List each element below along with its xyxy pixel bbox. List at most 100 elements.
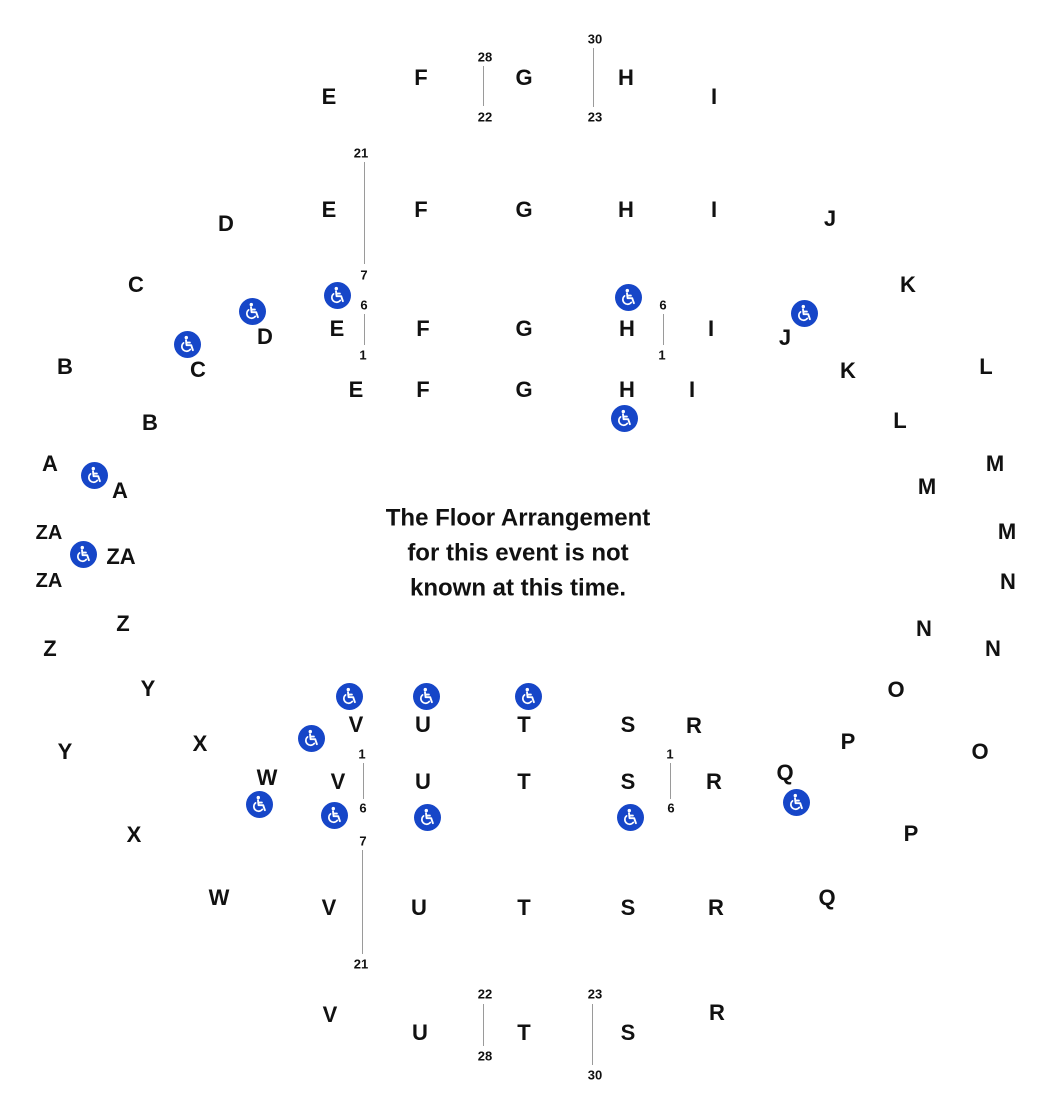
section-label[interactable]: I	[707, 316, 715, 341]
section-label[interactable]: A	[42, 451, 58, 476]
section-label[interactable]: F	[416, 377, 430, 402]
section-label[interactable]: W	[256, 765, 278, 790]
section-label[interactable]: R	[709, 1000, 725, 1025]
section-label[interactable]: G	[515, 197, 533, 222]
section-label[interactable]: S	[620, 895, 636, 920]
section-label[interactable]: Q	[776, 760, 794, 785]
wheelchair-icon[interactable]	[790, 299, 818, 327]
section-label[interactable]: A	[112, 478, 128, 503]
section-label[interactable]: ZA	[106, 544, 136, 569]
section-label[interactable]: Q	[818, 885, 836, 910]
section-label[interactable]: W	[208, 885, 230, 910]
section-label[interactable]: K	[900, 272, 916, 297]
section-label[interactable]: M	[997, 519, 1017, 544]
section-label[interactable]: V	[348, 712, 364, 737]
section-label[interactable]: N	[916, 616, 932, 641]
wheelchair-icon[interactable]	[413, 803, 441, 831]
section-label[interactable]: V	[330, 769, 346, 794]
section-label[interactable]: T	[517, 1020, 531, 1045]
section-label[interactable]: I	[688, 377, 696, 402]
section-label[interactable]: H	[619, 377, 635, 402]
section-label[interactable]: N	[985, 636, 1001, 661]
section-label[interactable]: U	[412, 1020, 428, 1045]
wheelchair-icon[interactable]	[323, 281, 351, 309]
wheelchair-glyph	[180, 335, 194, 352]
section-label[interactable]: J	[823, 206, 837, 231]
section-label[interactable]: S	[620, 769, 636, 794]
section-label[interactable]: C	[190, 357, 206, 382]
section-label[interactable]: D	[257, 324, 273, 349]
section-label[interactable]: M	[917, 474, 937, 499]
section-label[interactable]: F	[416, 316, 430, 341]
section-label[interactable]: T	[517, 895, 531, 920]
wheelchair-icon[interactable]	[412, 682, 440, 710]
section-label[interactable]: U	[415, 712, 431, 737]
section-label[interactable]: D	[218, 211, 234, 236]
wheelchair-icon[interactable]	[616, 803, 644, 831]
section-label[interactable]: S	[620, 712, 636, 737]
section-label[interactable]: F	[414, 197, 428, 222]
section-label[interactable]: L	[979, 354, 993, 379]
wheelchair-icon[interactable]	[69, 540, 97, 568]
row-number: 21	[353, 956, 369, 972]
section-label[interactable]: V	[321, 895, 337, 920]
section-label[interactable]: K	[840, 358, 856, 383]
section-label[interactable]: G	[515, 377, 533, 402]
row-number: 23	[587, 109, 603, 125]
wheelchair-icon[interactable]	[245, 790, 273, 818]
section-label[interactable]: C	[128, 272, 144, 297]
section-label[interactable]: Z	[43, 636, 57, 661]
wheelchair-icon[interactable]	[614, 283, 642, 311]
section-label[interactable]: M	[985, 451, 1005, 476]
section-label[interactable]: H	[618, 65, 634, 90]
section-label[interactable]: E	[329, 316, 345, 341]
section-label[interactable]: U	[415, 769, 431, 794]
floor-arrangement-notice: The Floor Arrangement for this event is …	[386, 501, 650, 606]
section-label[interactable]: ZA	[35, 522, 63, 544]
wheelchair-icon[interactable]	[297, 724, 325, 752]
section-label[interactable]: B	[142, 410, 158, 435]
wheelchair-icon[interactable]	[238, 297, 266, 325]
section-label[interactable]: E	[321, 84, 337, 109]
section-label[interactable]: U	[411, 895, 427, 920]
section-label[interactable]: S	[620, 1020, 636, 1045]
section-label[interactable]: I	[710, 84, 718, 109]
wheelchair-icon[interactable]	[610, 404, 638, 432]
section-label[interactable]: N	[1000, 569, 1016, 594]
section-label[interactable]: R	[686, 713, 702, 738]
section-label[interactable]: F	[414, 65, 428, 90]
wheelchair-icon[interactable]	[782, 788, 810, 816]
wheelchair-icon[interactable]	[320, 801, 348, 829]
section-label[interactable]: E	[348, 377, 364, 402]
section-label[interactable]: I	[710, 197, 718, 222]
section-label[interactable]: O	[887, 677, 905, 702]
section-label[interactable]: B	[57, 354, 73, 379]
wheelchair-icon[interactable]	[173, 330, 201, 358]
section-label[interactable]: T	[517, 769, 531, 794]
section-label[interactable]: H	[619, 316, 635, 341]
section-label[interactable]: R	[708, 895, 724, 920]
wheelchair-icon[interactable]	[514, 682, 542, 710]
section-label[interactable]: ZA	[35, 570, 63, 592]
section-label[interactable]: X	[192, 731, 208, 756]
section-label[interactable]: X	[126, 822, 142, 847]
section-label[interactable]: J	[778, 325, 792, 350]
section-label[interactable]: R	[706, 769, 722, 794]
section-label[interactable]: G	[515, 316, 533, 341]
row-number: 22	[477, 109, 493, 125]
section-label[interactable]: P	[903, 821, 919, 846]
section-label[interactable]: Z	[116, 611, 130, 636]
section-label[interactable]: T	[517, 712, 531, 737]
section-label[interactable]: G	[515, 65, 533, 90]
section-label[interactable]: E	[321, 197, 337, 222]
section-label[interactable]: V	[322, 1002, 338, 1027]
wheelchair-body	[801, 307, 811, 320]
section-label[interactable]: L	[893, 408, 907, 433]
section-label[interactable]: H	[618, 197, 634, 222]
section-label[interactable]: Y	[140, 676, 156, 701]
section-label[interactable]: P	[840, 729, 856, 754]
wheelchair-icon[interactable]	[80, 461, 108, 489]
wheelchair-icon[interactable]	[335, 682, 363, 710]
section-label[interactable]: Y	[57, 739, 73, 764]
section-label[interactable]: O	[971, 739, 989, 764]
